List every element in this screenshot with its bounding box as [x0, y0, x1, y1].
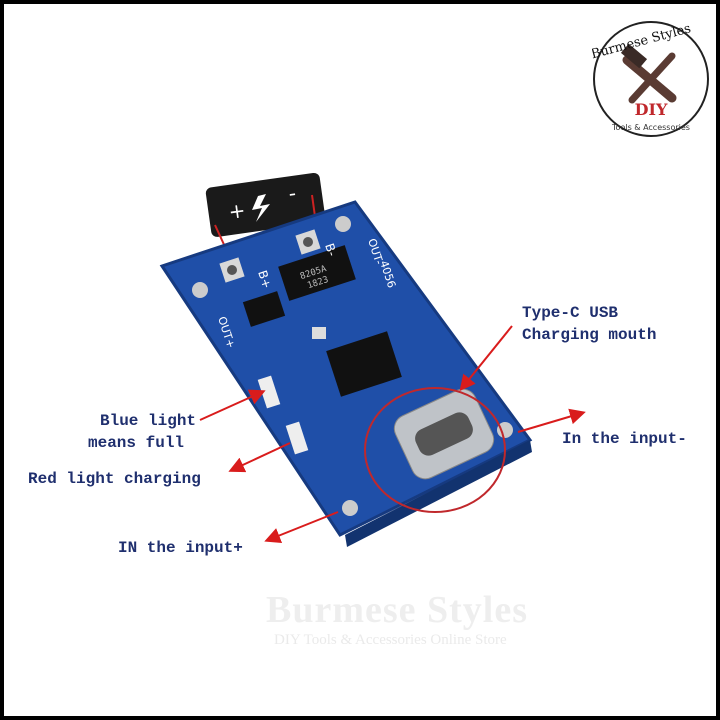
- b-plus-label: B+: [255, 269, 274, 291]
- svg-text:DIY: DIY: [635, 100, 668, 119]
- callout-red-light: Red light charging: [28, 470, 201, 488]
- svg-text:-: -: [287, 181, 297, 206]
- blue-led: [257, 375, 281, 409]
- charger-ic: [326, 331, 402, 397]
- arrow-input-plus: [264, 511, 339, 543]
- b-minus-label: B-: [322, 242, 339, 258]
- watermark-title: Burmese Styles: [266, 589, 529, 631]
- callout-type-c-line1: Type-C USB: [522, 304, 619, 322]
- arrow-blue-light: [199, 389, 266, 421]
- arrow-red-light: [228, 442, 291, 473]
- callout-blue-line2: means full: [88, 434, 185, 452]
- usb-c-port: [364, 387, 506, 513]
- callout-input-minus: In the input-: [562, 430, 687, 448]
- watermark-subtitle: DIY Tools & Accessories Online Store: [274, 632, 507, 648]
- mosfet-chip: [278, 245, 356, 301]
- svg-text:Tools & Accessories: Tools & Accessories: [611, 123, 690, 132]
- svg-text:+: +: [227, 198, 247, 224]
- red-led: [285, 421, 309, 455]
- arrow-input-minus: [517, 408, 586, 433]
- pcb-photo: + - 8205A 1823 B+ B-: [159, 172, 586, 547]
- pcb-board: 8205A 1823 B+ B- OUT+ OUT- 4056: [159, 200, 533, 547]
- arrow-type-c: [459, 325, 513, 392]
- callout-blue-line1: Blue light: [100, 412, 197, 430]
- callout-arrows: [199, 325, 586, 543]
- brand-logo: DIY Burmese Styles Tools & Accessories: [590, 20, 710, 138]
- callout-input-plus: IN the input+: [118, 539, 243, 557]
- callout-type-c-line2: Charging mouth: [522, 326, 657, 344]
